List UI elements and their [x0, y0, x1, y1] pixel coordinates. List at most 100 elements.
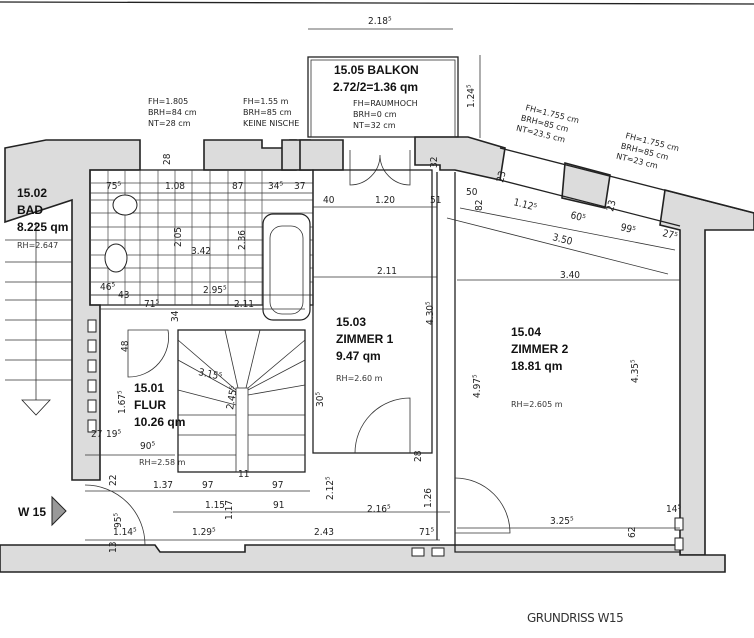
- wall-pier-1: [561, 161, 611, 209]
- room-flur: 15.01 FLUR 10.26 qm RH=2.58 m: [134, 381, 186, 467]
- dim-label: 2.36: [237, 230, 248, 250]
- room-area: 9.47 qm: [336, 349, 381, 363]
- room-area: 2.72/2=1.36 qm: [333, 80, 418, 94]
- dim-label: 28: [162, 153, 173, 165]
- dim-label: 82: [474, 200, 485, 211]
- dim-label: 23: [495, 170, 508, 184]
- dim-label: 4.97⁵: [472, 374, 483, 398]
- staircase: [177, 329, 306, 473]
- dim-label: 91: [273, 500, 284, 511]
- dim-label: 60⁵: [569, 210, 587, 224]
- dim-label: 2.18⁵: [368, 16, 392, 27]
- entrance-label: W 15: [18, 505, 46, 519]
- ventilation-blocks: [87, 319, 684, 557]
- zimmer2-outline: [454, 172, 680, 553]
- wall-top-balcony-right: [414, 136, 506, 181]
- window-brh: BRH=84 cm: [148, 108, 197, 117]
- room-name: BAD: [17, 203, 43, 217]
- dim-label: 46⁵: [100, 282, 115, 293]
- dim-label: 3.50: [551, 232, 573, 248]
- dim-label: 1.15: [205, 500, 225, 511]
- window-brh: BRH=85 cm: [243, 108, 292, 117]
- window-note-4: FH=1.755 cm BRH=85 cm NT=23.5 cm: [515, 103, 580, 144]
- dim-label: 2.16⁵: [367, 504, 391, 515]
- dim-label: 71⁵: [419, 527, 434, 538]
- walls: [0, 136, 754, 573]
- dim-label: 3.25⁵: [550, 516, 574, 527]
- room-number: 15.01: [134, 381, 164, 395]
- dim-label: 27: [91, 429, 102, 440]
- dim-label: 97: [202, 480, 213, 491]
- toilet: [112, 194, 138, 216]
- room-balkon: 15.05 BALKON 2.72/2=1.36 qm: [333, 63, 419, 94]
- flur-door-swing: [127, 329, 169, 378]
- room-area: 10.26 qm: [134, 415, 185, 429]
- dim-label: 28: [413, 450, 424, 462]
- window-fh: FH=RAUMHOCH: [353, 99, 418, 108]
- dim-label: 40: [323, 195, 335, 206]
- room-height: RH=2.58 m: [139, 458, 186, 467]
- dim-label: 48: [120, 340, 131, 352]
- dim-label: 2.43: [314, 527, 334, 538]
- zimmer1-door-swing: [354, 397, 411, 454]
- dim-label: 3.42: [191, 246, 211, 257]
- room-height: RH=2.605 m: [511, 400, 563, 409]
- window-note-2: FH=1.55 m BRH=85 cm KEINE NISCHE: [243, 97, 299, 128]
- dim-label: 3.15⁵: [197, 367, 223, 383]
- zimmer2-door-swing: [454, 477, 511, 534]
- dim-label: 32: [429, 157, 440, 168]
- wall-top-balcony-left: [299, 139, 344, 171]
- dim-label: 71⁵: [144, 299, 159, 310]
- room-number: 15.02: [17, 186, 47, 200]
- window-note-1: FH=1.805 BRH=84 cm NT=28 cm: [148, 97, 197, 128]
- dim-label: 30⁵: [315, 392, 326, 407]
- dim-label: 1.12⁵: [512, 197, 538, 213]
- window-nt: NT=28 cm: [148, 119, 191, 128]
- dim-label: 87: [232, 181, 243, 192]
- dim-label: 97: [272, 480, 283, 491]
- zimmer1-outline: [312, 169, 433, 454]
- dim-label: 1.37: [153, 480, 173, 491]
- dimension-lines: [85, 28, 680, 541]
- dim-label: 2.12⁵: [325, 476, 336, 500]
- sink: [104, 243, 128, 273]
- window-note-5: FH=1.755 cm BRH=85 cm NT=23 cm: [615, 131, 680, 170]
- dim-label: 75⁵: [106, 181, 121, 192]
- dim-label: 1.26: [423, 488, 434, 508]
- dim-label: 37: [294, 181, 305, 192]
- dim-label: 2.95⁵: [203, 285, 227, 296]
- dim-label: 1.29⁵: [192, 527, 216, 538]
- dim-label: 90⁵: [140, 441, 155, 452]
- dim-label: 19⁵: [106, 429, 121, 440]
- frame-top-line: [0, 1, 754, 5]
- room-name: ZIMMER 2: [511, 342, 569, 356]
- dim-label: 1.08: [165, 181, 185, 192]
- room-height: RH=2.647: [17, 241, 58, 250]
- room-zimmer1: 15.03 ZIMMER 1 9.47 qm RH=2.60 m: [336, 315, 394, 383]
- dim-label: 99⁵: [619, 222, 637, 236]
- room-number: 15.03: [336, 315, 366, 329]
- dim-label: 11: [238, 469, 249, 480]
- dim-label: 3.40: [560, 270, 580, 281]
- room-area: 18.81 qm: [511, 359, 562, 373]
- dim-label: 2.11: [377, 266, 397, 277]
- room-bad: 15.02 BAD 8.225 qm RH=2.647: [17, 186, 68, 250]
- plan-title: GRUNDRISS W15: [527, 611, 623, 625]
- window-fh: FH=1.805: [148, 97, 188, 106]
- entrance-door-swing: [84, 484, 146, 546]
- room-number: 15.04: [511, 325, 541, 339]
- dim-label: 50: [466, 187, 478, 198]
- room-number: 15.05 BALKON: [334, 63, 419, 77]
- room-name: FLUR: [134, 398, 166, 412]
- window-note-3: FH=RAUMHOCH BRH=0 cm NT=32 cm: [353, 99, 418, 130]
- dim-label: 4.35⁵: [630, 359, 641, 383]
- dim-label: 2.11: [234, 299, 254, 310]
- dim-label: 13: [108, 542, 119, 553]
- dim-label: 23: [605, 199, 618, 213]
- dim-label: 62: [627, 527, 638, 538]
- dim-label: 22: [108, 475, 119, 486]
- dim-label: 4.30⁵: [425, 301, 436, 325]
- entrance-arrow-icon: [51, 495, 67, 527]
- room-zimmer2: 15.04 ZIMMER 2 18.81 qm RH=2.605 m: [511, 325, 569, 409]
